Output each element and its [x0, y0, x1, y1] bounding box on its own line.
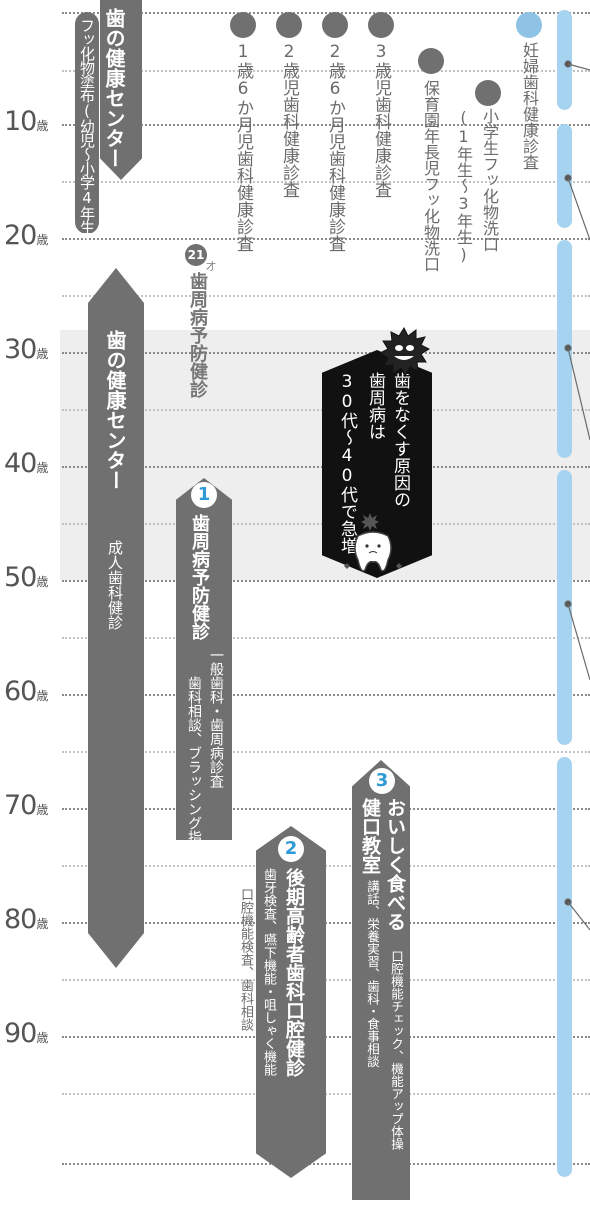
age-label-50: 50歳 — [4, 562, 49, 593]
checkup-dot — [368, 12, 394, 38]
grid-line — [62, 124, 590, 126]
rail-segment — [557, 240, 572, 458]
program2-desc1: 歯牙検査、嚥下機能・咀しゃく機能 — [261, 868, 276, 1076]
rail-segment — [557, 10, 572, 110]
kids-center-bar — [100, 0, 142, 180]
program3-title1: おいしく食べる — [384, 798, 406, 931]
grid-line-minor — [62, 979, 590, 981]
age-unit: 歳 — [36, 1031, 49, 1045]
grid-line — [62, 808, 590, 810]
kids-fluoride-bar — [75, 12, 99, 234]
grid-line — [62, 694, 590, 696]
checkup-2y: 2歳児歯科健康診査 — [279, 42, 299, 198]
grid-line — [62, 580, 590, 582]
grid-line — [62, 12, 590, 14]
adult-center-title: 歯の健康センター — [103, 330, 127, 490]
grid-line-minor — [62, 751, 590, 753]
program1-desc1: 一般歯科・歯周病診査 — [208, 648, 224, 788]
checkup-dot — [418, 48, 444, 74]
age-unit: 歳 — [36, 917, 49, 931]
program1-bar — [176, 478, 232, 840]
germ-icon — [378, 326, 430, 378]
program3-desc1: 口腔機能チェック、機能アップ体操 — [389, 950, 404, 1150]
checkup-1y6m: 1歳6か月児歯科健康診査 — [233, 42, 253, 252]
age-21-unit: 才 — [206, 262, 216, 273]
grid-line-minor — [62, 1093, 590, 1095]
grid-line — [62, 1163, 590, 1165]
pregnant-checkup: 妊婦歯科健康診査 — [520, 42, 539, 170]
grid-line-minor — [62, 70, 590, 72]
grid-line-minor — [62, 295, 590, 297]
program1-title: 歯周病予防健診 — [189, 514, 210, 640]
checkup-dot — [276, 12, 302, 38]
program2-desc2: 口腔機能検査、歯科相談 — [238, 888, 253, 1031]
grid-line — [62, 238, 590, 240]
age-label-10: 10歳 — [4, 106, 49, 137]
adult-center-bar — [88, 268, 144, 968]
grid-line-minor — [62, 637, 590, 639]
grid-line — [62, 922, 590, 924]
rail-segment — [557, 470, 572, 745]
kids-center-title: 歯の健康センター — [102, 8, 126, 168]
age-unit: 歳 — [36, 461, 49, 475]
callout-line2: 歯周病は — [365, 372, 385, 440]
age-unit: 歳 — [36, 803, 49, 817]
checkup-dot — [322, 12, 348, 38]
elementary-fluoride-grades: (1年生〜3年生) — [454, 108, 473, 264]
checkup-dot — [475, 80, 501, 106]
age-label-30: 30歳 — [4, 334, 49, 365]
program1-number: 1 — [191, 482, 217, 508]
age-label-20: 20歳 — [4, 220, 49, 251]
age-label-80: 80歳 — [4, 904, 49, 935]
age-label-90: 90歳 — [4, 1018, 49, 1049]
rail-segment — [557, 757, 572, 1177]
age-unit: 歳 — [36, 575, 49, 589]
program1-desc2: 歯科相談、ブラッシング指導 — [186, 676, 202, 858]
checkup-3y: 3歳児歯科健康診査 — [371, 42, 391, 198]
adult-center-subtitle: 成人歯科健診 — [106, 540, 124, 630]
grid-line — [62, 1036, 590, 1038]
age-21-badge: 21 — [185, 244, 207, 266]
age-label-60: 60歳 — [4, 676, 49, 707]
rail-segment — [557, 124, 572, 228]
age-label-40: 40歳 — [4, 448, 49, 479]
checkup-dot-blue — [516, 12, 542, 38]
age-unit: 歳 — [36, 233, 49, 247]
program2-title: 後期高齢者歯科口腔健診 — [283, 868, 305, 1077]
checkup-dot — [230, 12, 256, 38]
program3-desc2: 講話、栄養実習、歯科・食事相談 — [365, 880, 380, 1068]
grid-line-minor — [62, 865, 590, 867]
small-germ-icon — [361, 513, 379, 531]
kids-center-subtitle: フッ化物塗布(幼児〜小学4年生) — [78, 18, 96, 251]
nursery-fluoride: 保育園年長児フッ化物洗口 — [421, 80, 440, 272]
program3-number: 3 — [369, 768, 395, 794]
elementary-fluoride: 小学生フッ化物洗口 — [480, 108, 499, 252]
age-unit: 歳 — [36, 689, 49, 703]
callout-line1: 歯をなくす原因の — [390, 372, 410, 508]
program2-number: 2 — [278, 836, 304, 862]
program3-bar — [352, 760, 410, 1200]
rail-connector-lines — [564, 60, 590, 931]
periodontal-21-label: 歯周病予防健診 — [187, 272, 208, 398]
age-unit: 歳 — [36, 347, 49, 361]
program3-title2: 健口教室 — [359, 798, 381, 874]
grid-line-minor — [62, 181, 590, 183]
age-label-70: 70歳 — [4, 790, 49, 821]
age-unit: 歳 — [36, 119, 49, 133]
callout-line3: 30代〜40代で急増 — [337, 372, 357, 554]
checkup-2y6m: 2歳6か月児歯科健康診査 — [325, 42, 345, 252]
program2-bar — [256, 826, 326, 1178]
tooth-icon — [344, 531, 402, 572]
grid-line — [62, 352, 590, 354]
